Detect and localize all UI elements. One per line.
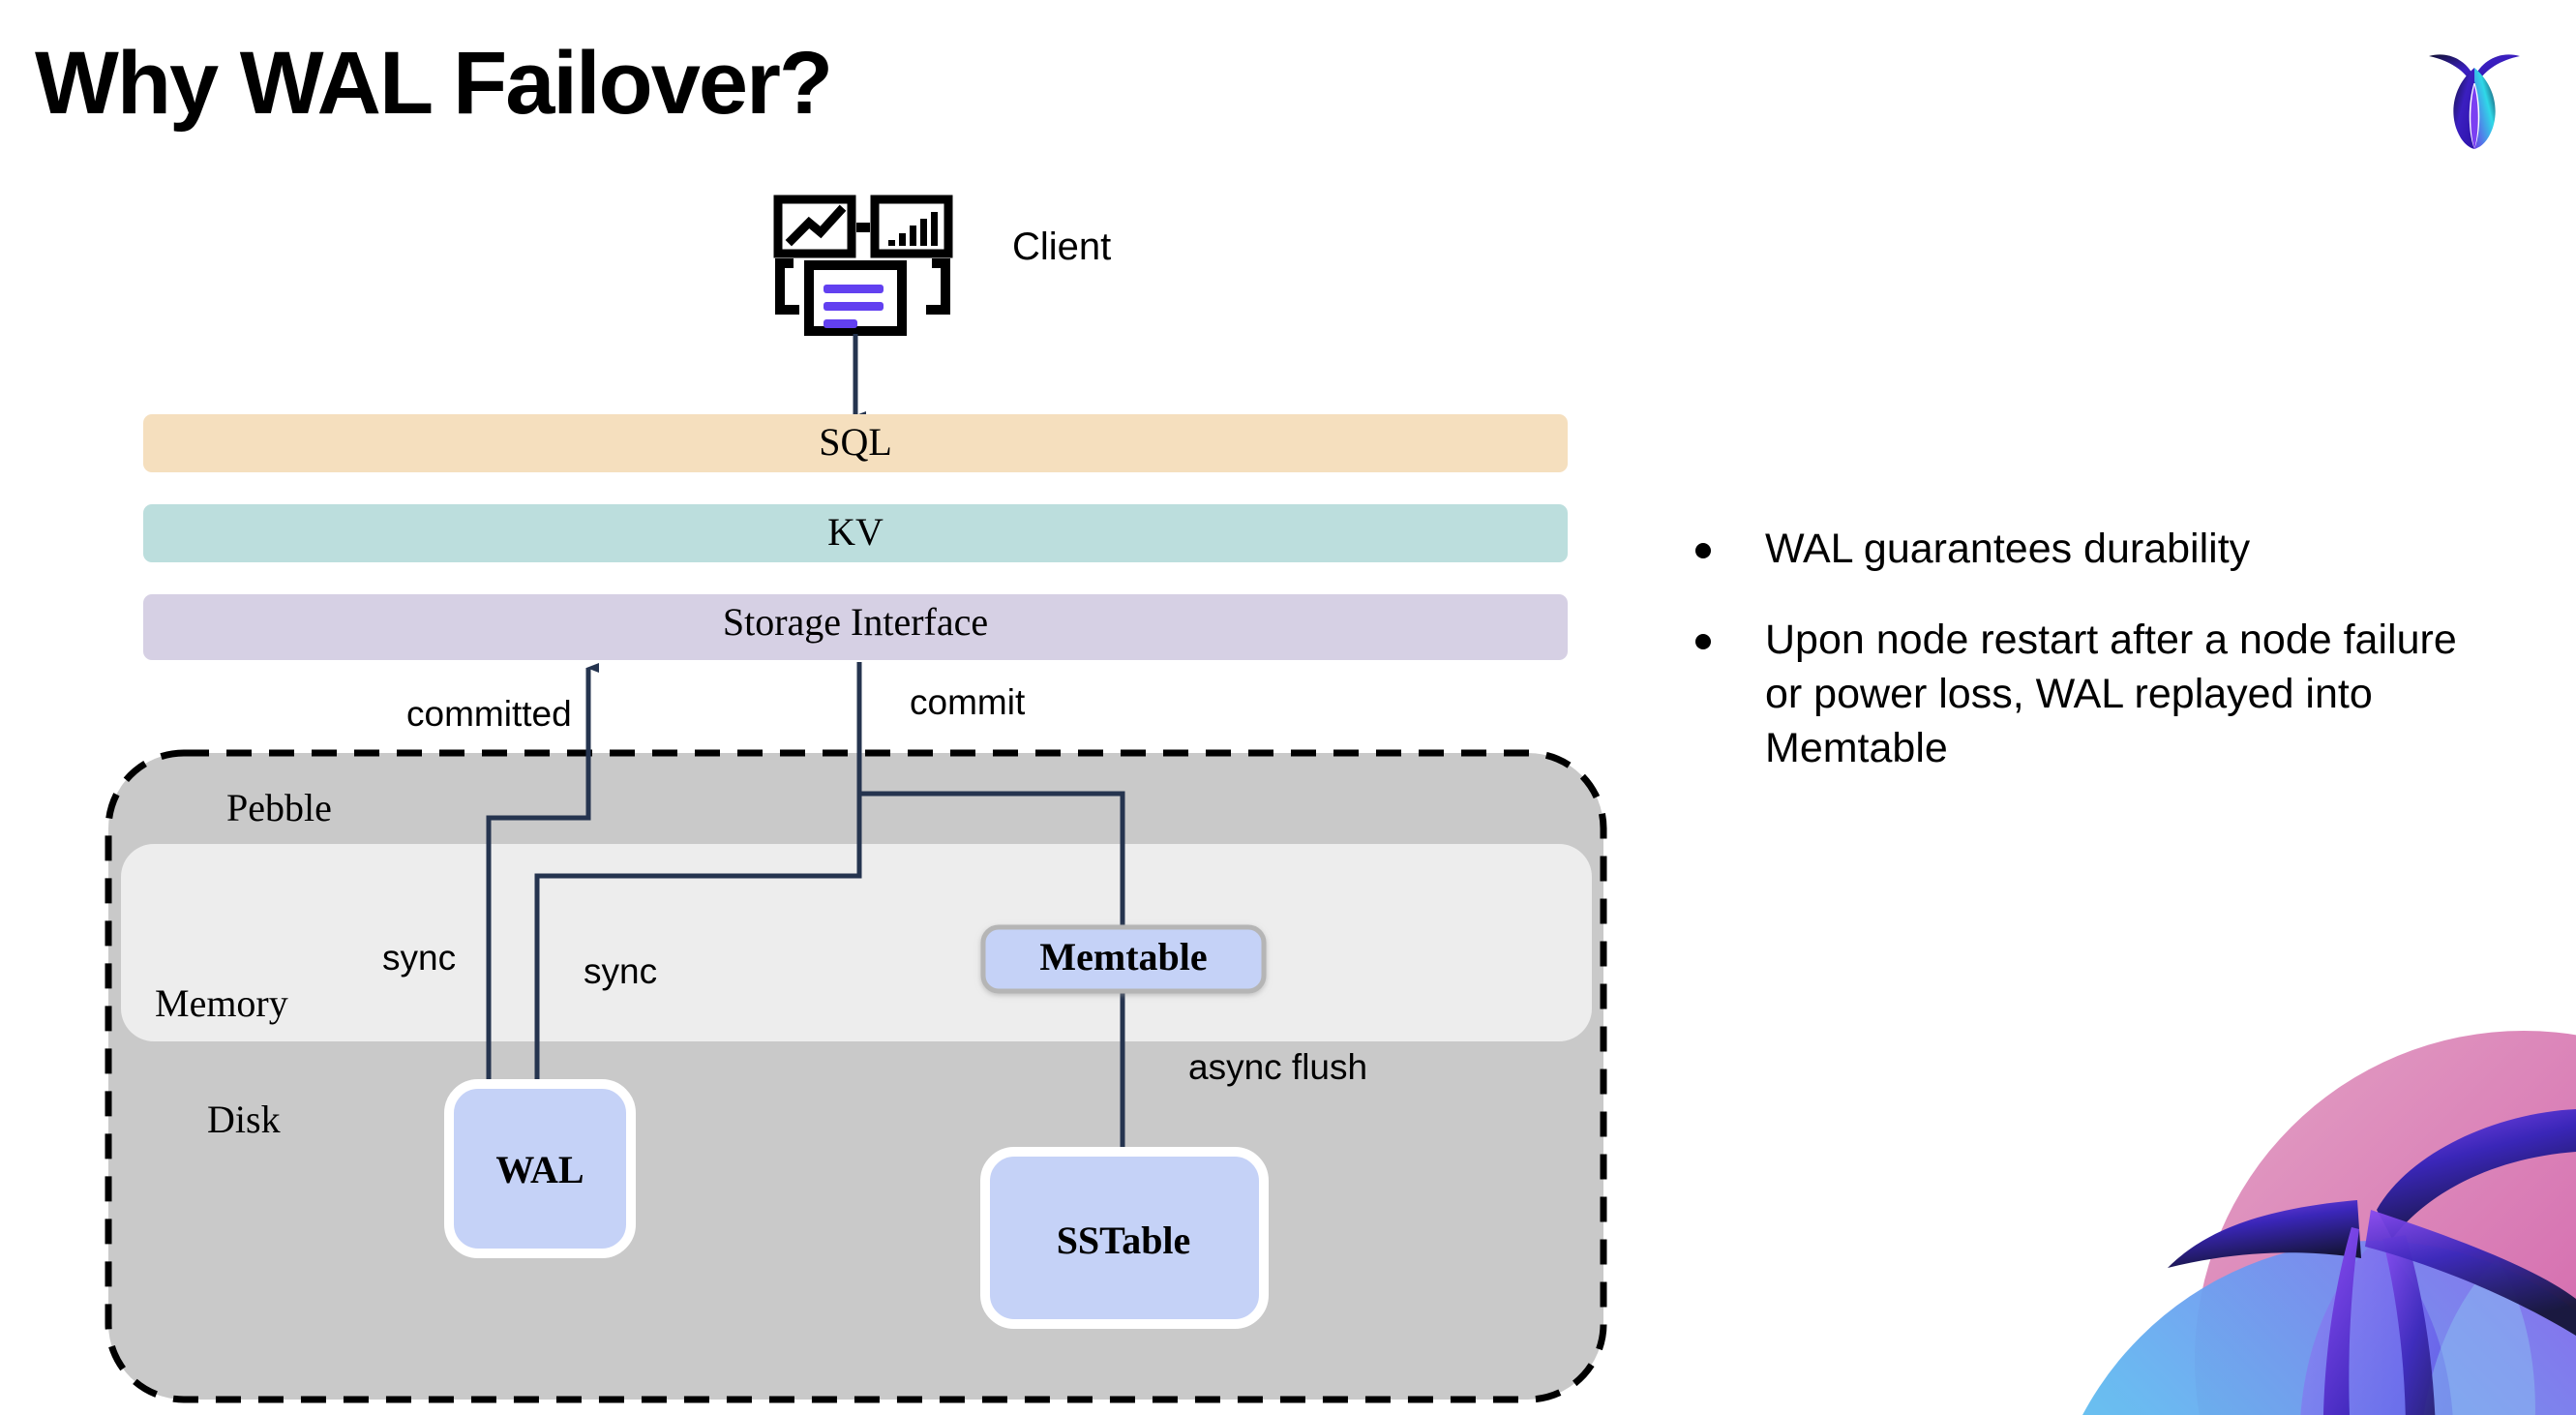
bullet-text: Upon node restart after a node failure o… xyxy=(1765,616,2457,771)
node-wal: WAL xyxy=(444,1079,636,1258)
layer-bar-kv: KV xyxy=(143,504,1568,562)
bullet-dot-icon xyxy=(1695,633,1711,649)
disk-label: Disk xyxy=(207,1098,281,1141)
bullet-list: WAL guarantees durability Upon node rest… xyxy=(1695,523,2499,813)
bullet-dot-icon xyxy=(1695,543,1711,558)
list-item: WAL guarantees durability xyxy=(1695,523,2499,577)
node-label-memtable: Memtable xyxy=(1039,935,1207,978)
layer-label-sql: SQL xyxy=(819,420,892,464)
edge-label-sync-right: sync xyxy=(584,951,657,991)
edge-commit-to-wal xyxy=(534,662,862,1089)
node-sstable: SSTable xyxy=(980,1147,1269,1329)
cockroachdb-logo-icon xyxy=(2429,54,2520,149)
decorative-brand-graphic xyxy=(2082,1031,2576,1415)
memory-label: Memory xyxy=(155,981,288,1025)
client-label: Client xyxy=(1012,226,1111,268)
node-label-sstable: SSTable xyxy=(1057,1219,1191,1262)
layer-label-kv: KV xyxy=(827,510,884,554)
pebble-label: Pebble xyxy=(226,786,332,829)
bullet-text: WAL guarantees durability xyxy=(1765,526,2251,572)
edge-label-committed: committed xyxy=(406,694,572,734)
edge-committed xyxy=(486,663,599,1084)
architecture-diagram: Client SQL KV Storage Interface Pebble M… xyxy=(105,195,1607,1403)
edge-label-sync-left: sync xyxy=(382,938,456,978)
layer-bar-sql: SQL xyxy=(143,414,1568,472)
list-item: Upon node restart after a node failure o… xyxy=(1695,614,2499,776)
layer-bar-storage-interface: Storage Interface xyxy=(143,594,1568,660)
node-memtable: Memtable xyxy=(980,924,1267,994)
page-title: Why WAL Failover? xyxy=(35,34,833,133)
edge-label-commit: commit xyxy=(910,682,1026,722)
client-icon xyxy=(773,195,953,336)
layer-label-storage-interface: Storage Interface xyxy=(723,600,988,644)
node-label-wal: WAL xyxy=(495,1148,584,1191)
edge-label-async-flush: async flush xyxy=(1188,1047,1367,1087)
